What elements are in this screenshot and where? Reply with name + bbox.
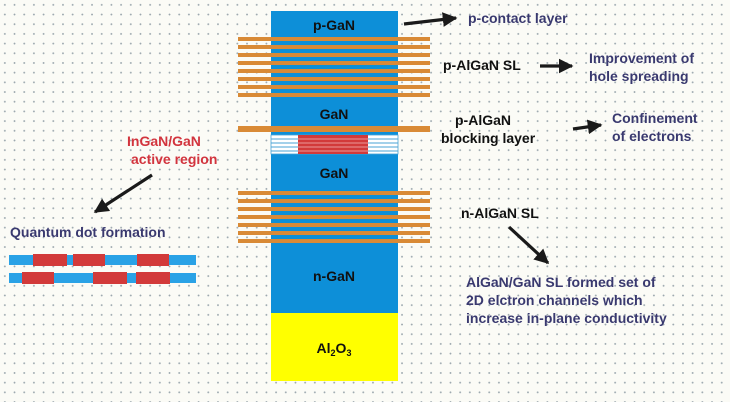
gan-lower-label: GaN <box>320 165 349 181</box>
p-gan-label: p-GaN <box>313 17 355 33</box>
quantum-dot <box>93 272 127 284</box>
p-algan-sl-label: p-AlGaN SL <box>443 57 521 73</box>
p-algan-superlattice <box>238 37 430 97</box>
active-region <box>270 134 399 155</box>
quantum-dot <box>22 272 54 284</box>
arrow-p-contact <box>403 12 458 27</box>
quantum-dot <box>137 254 169 266</box>
quantum-dot <box>136 272 170 284</box>
arrow-electron-channels <box>507 225 550 265</box>
quantum-dot <box>73 254 105 266</box>
p-algan-blocking-layer <box>238 126 430 132</box>
blocking-layer-label: p-AlGaN blocking layer <box>441 112 536 146</box>
n-algan-superlattice <box>238 191 430 243</box>
arrow-confinement <box>572 119 603 135</box>
arrow-quantum-dot <box>93 173 153 214</box>
quantum-dot-label: Quantum dot formation <box>10 224 166 240</box>
n-algan-sl-label: n-AlGaN SL <box>461 205 539 221</box>
sapphire-substrate <box>271 313 398 381</box>
p-contact-label: p-contact layer <box>468 10 568 26</box>
quantum-dot <box>33 254 67 266</box>
confinement-label: Confinement of electrons <box>612 110 701 144</box>
substrate-label: Al2O3 <box>317 340 352 358</box>
n-gan-label: n-GaN <box>313 268 355 284</box>
hole-spreading-label: Improvement of hole spreading <box>589 50 698 84</box>
gan-upper-label: GaN <box>320 106 349 122</box>
active-region-label: InGaN/GaN active region <box>127 133 217 167</box>
electron-channels-label: AlGaN/GaN SL formed set of 2D elctron ch… <box>466 274 667 326</box>
quantum-dot-strips <box>9 254 196 284</box>
